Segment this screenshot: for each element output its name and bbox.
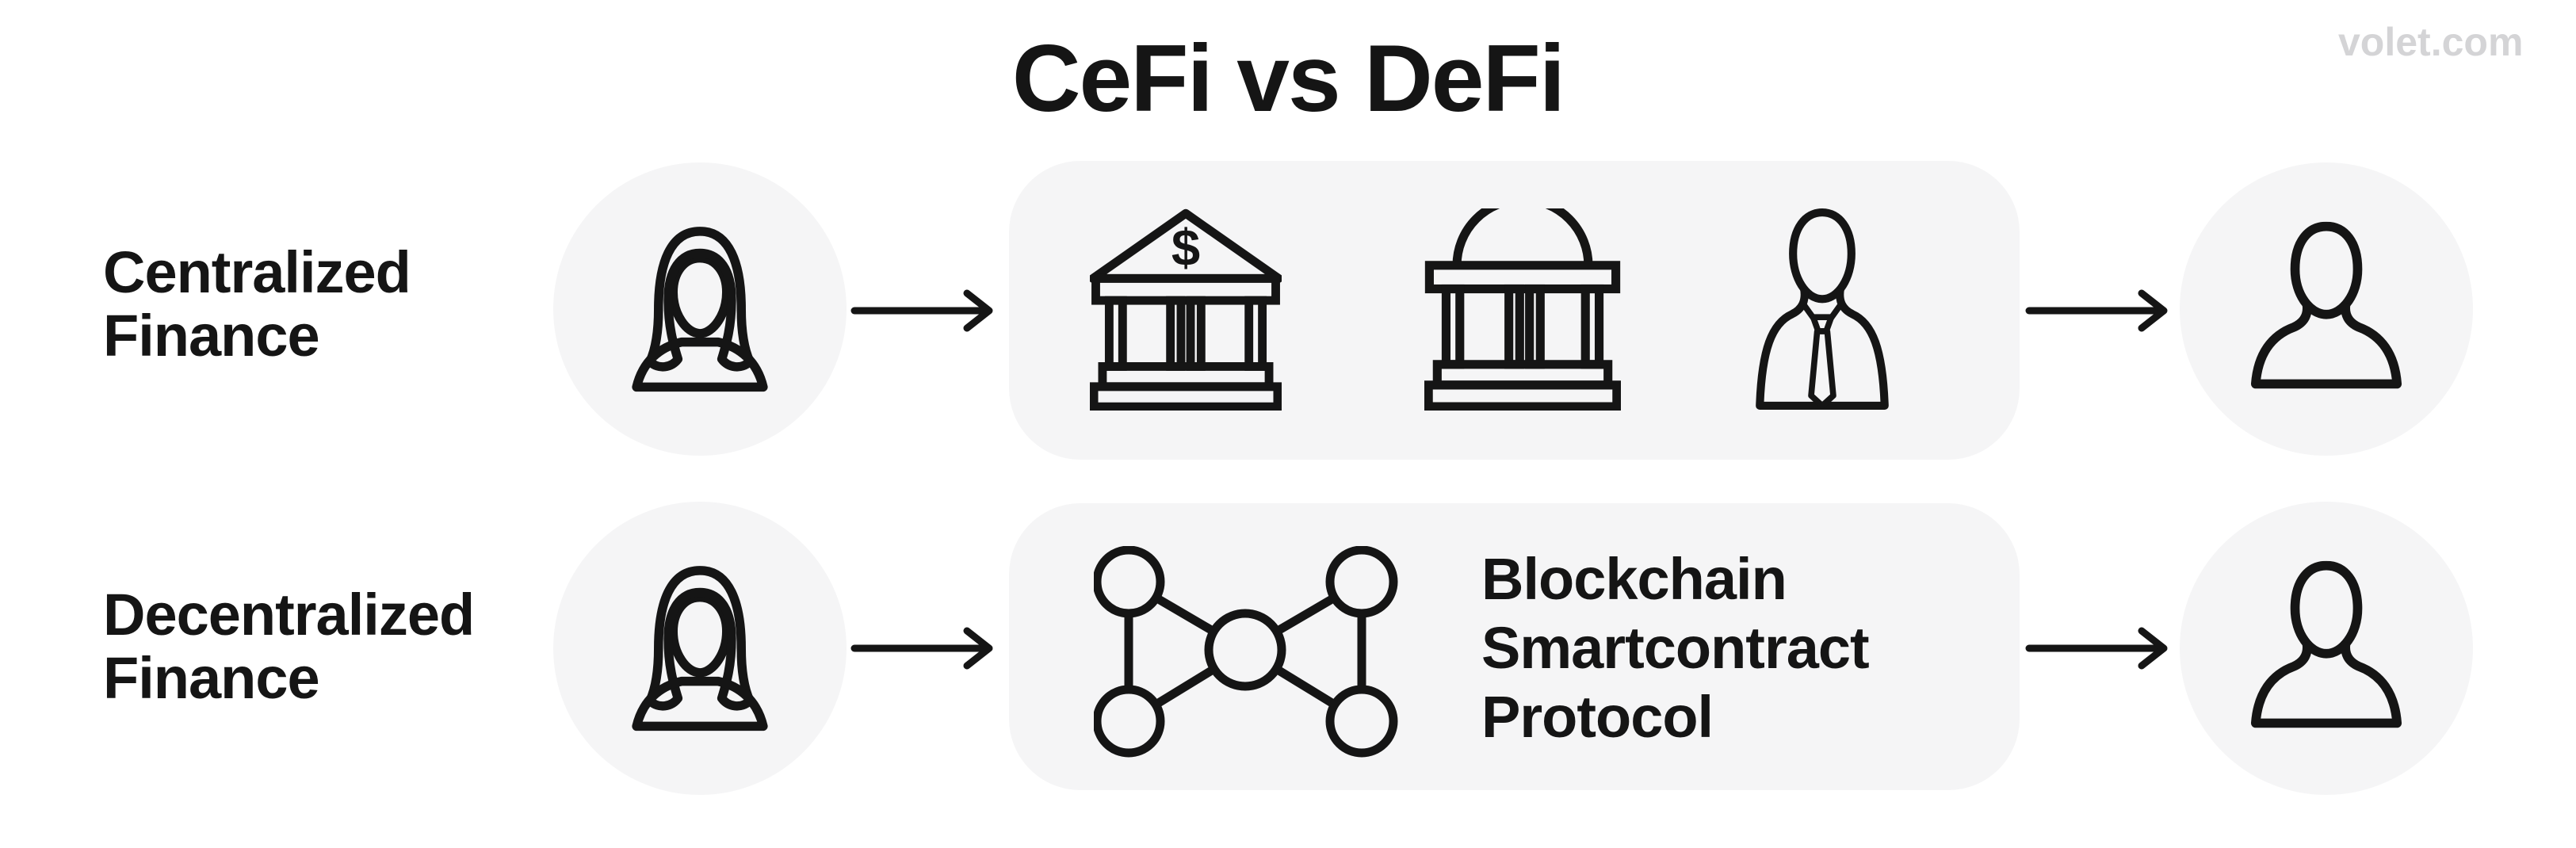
- defi-protocol-box: Blockchain Smartcontract Protocol: [1009, 503, 2020, 790]
- protocol-label: Blockchain Smartcontract Protocol: [1481, 544, 1870, 751]
- woman-user-icon: [632, 227, 768, 392]
- government-building-icon: [1424, 208, 1621, 411]
- woman-user-icon: [632, 566, 768, 731]
- page-title: CeFi vs DeFi: [1011, 25, 1565, 132]
- protocol-label-line-3: Protocol: [1481, 684, 1714, 750]
- bank-icon: $: [1090, 208, 1282, 411]
- defi-recipient-circle: [2180, 502, 2473, 795]
- cefi-label-line-2: Finance: [103, 303, 320, 369]
- man-user-icon: [2250, 560, 2402, 728]
- arrow-right-icon: [2025, 289, 2168, 332]
- p2p-network-icon: [1094, 546, 1398, 758]
- protocol-label-line-2: Smartcontract: [1481, 615, 1870, 681]
- watermark: volet.com: [2338, 20, 2524, 64]
- man-user-icon: [2250, 221, 2402, 389]
- broker-person-icon: [1756, 208, 1889, 410]
- defi-sender-circle: [553, 502, 847, 795]
- cefi-recipient-circle: [2180, 162, 2473, 456]
- defi-label-line-2: Finance: [103, 645, 320, 711]
- dollar-sign: $: [1171, 218, 1200, 276]
- cefi-label-line-1: Centralized: [103, 239, 411, 305]
- arrow-right-icon: [2025, 627, 2168, 670]
- defi-label-line-1: Decentralized: [103, 582, 475, 647]
- cefi-row-label: Centralized Finance: [103, 241, 411, 368]
- arrow-right-icon: [850, 289, 993, 332]
- cefi-sender-circle: [553, 162, 847, 456]
- arrow-right-icon: [850, 627, 993, 670]
- cefi-intermediaries-box: $: [1009, 161, 2020, 460]
- defi-row-label: Decentralized Finance: [103, 582, 475, 711]
- protocol-label-line-1: Blockchain: [1481, 546, 1787, 612]
